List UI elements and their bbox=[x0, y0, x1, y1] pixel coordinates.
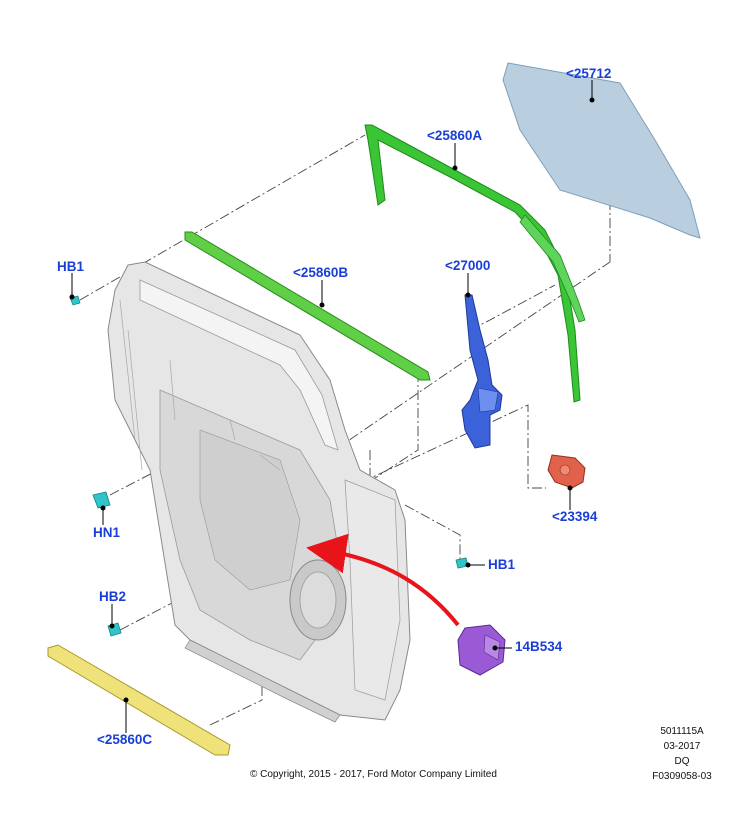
callout-hn1[interactable]: HN1 bbox=[93, 525, 121, 540]
copyright-text: © Copyright, 2015 - 2017, Ford Motor Com… bbox=[250, 769, 497, 780]
window-motor bbox=[547, 454, 586, 489]
door-glass bbox=[502, 62, 701, 239]
belt-weatherstrip bbox=[184, 231, 431, 381]
glass-run-channel bbox=[364, 124, 586, 403]
callout-23394[interactable]: <23394 bbox=[552, 509, 598, 524]
window-regulator bbox=[461, 294, 503, 449]
callout-hb1-top[interactable]: HB1 bbox=[57, 259, 85, 274]
figure-id: F0309058-03 bbox=[652, 771, 712, 782]
fastener-hn1 bbox=[92, 491, 111, 509]
callout-25860b[interactable]: <25860B bbox=[293, 265, 349, 280]
leader-lines bbox=[69, 80, 595, 733]
diagram-region: DQ bbox=[674, 756, 690, 767]
callout-25860a[interactable]: <25860A bbox=[427, 128, 483, 143]
callout-hb1-mid[interactable]: HB1 bbox=[488, 557, 516, 572]
lower-weatherstrip bbox=[47, 644, 231, 756]
callout-27000[interactable]: <27000 bbox=[445, 258, 491, 273]
callout-14b534[interactable]: 14B534 bbox=[515, 639, 563, 654]
diagram-code: 5011115A bbox=[660, 726, 704, 737]
callout-25712[interactable]: <25712 bbox=[566, 66, 612, 81]
door-inner-panel bbox=[107, 261, 411, 723]
callout-25860c[interactable]: <25860C bbox=[97, 732, 153, 747]
assembly-lines bbox=[79, 134, 611, 726]
door-module bbox=[457, 624, 506, 676]
diagram-date: 03-2017 bbox=[663, 741, 701, 752]
install-arrow bbox=[306, 533, 460, 627]
callout-hb2[interactable]: HB2 bbox=[99, 589, 127, 604]
